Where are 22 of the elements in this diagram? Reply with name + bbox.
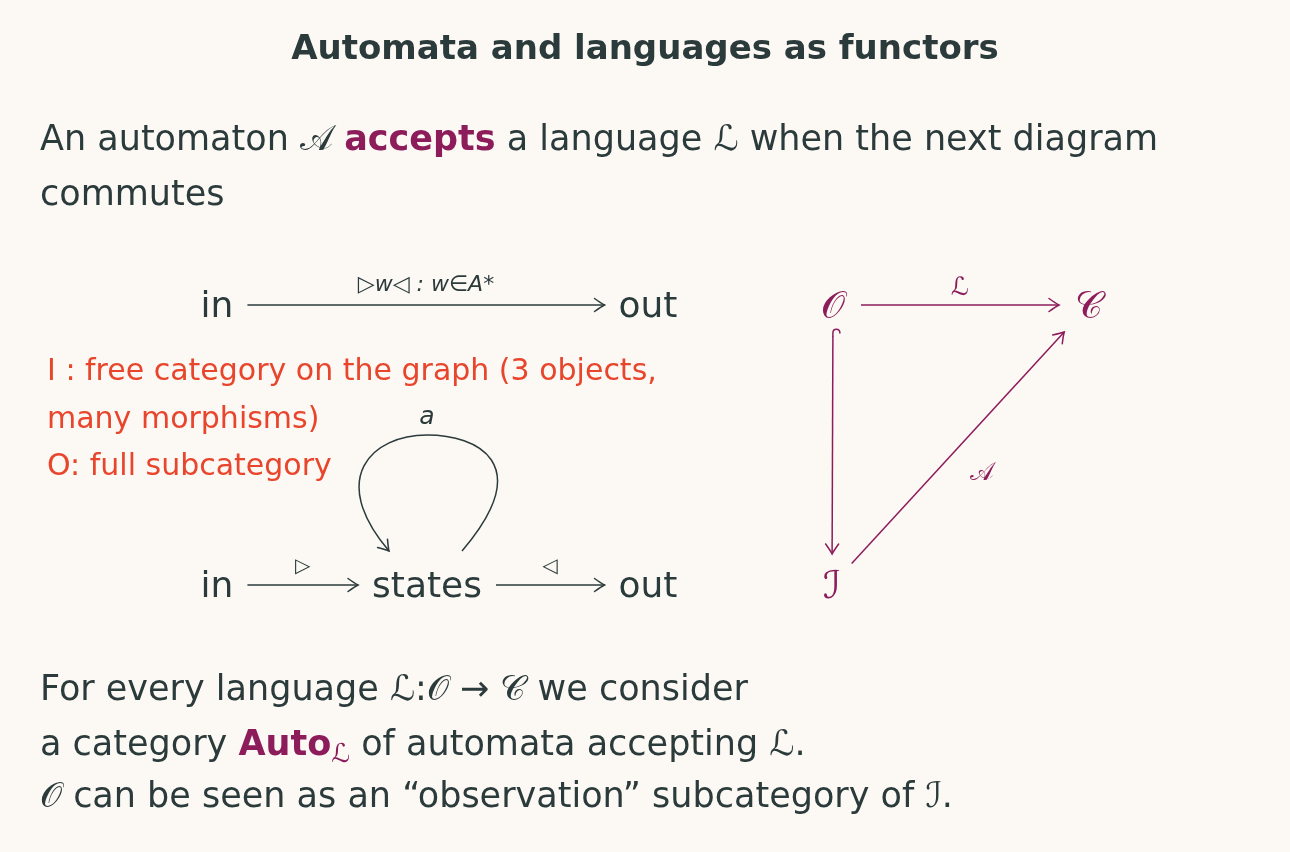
- paragraph: An automaton 𝒜 accepts a language ℒ when the next diagram commutes: [40, 117, 1160, 215]
- object-label: in: [196, 563, 238, 607]
- object-label: 𝒪: [817, 283, 849, 327]
- edge-label: ▷w◁ : w∈A*: [357, 273, 495, 295]
- note-text: I : free category on the graph (3 objects,: [47, 351, 657, 389]
- object-label: states: [368, 563, 486, 607]
- edge-label: ▷: [295, 555, 311, 575]
- note-text: O: full subcategory: [47, 446, 332, 484]
- edge-label: ◁: [542, 555, 558, 575]
- object-label: out: [614, 563, 682, 607]
- paragraph: For every language ℒ:𝒪 → 𝒞 we consider: [40, 667, 748, 710]
- edge-label: 𝒜: [969, 458, 994, 484]
- edge-label: a: [419, 402, 435, 428]
- object-label: in: [196, 283, 238, 327]
- note-text: many morphisms): [47, 399, 320, 437]
- slide-title: Automata and languages as functors: [291, 26, 999, 69]
- edge-label: ℒ: [951, 273, 969, 299]
- object-label: 𝒞: [1071, 283, 1107, 327]
- object-label: out: [614, 283, 682, 327]
- object-label: ℐ: [819, 563, 845, 607]
- paragraph: a category Auto$_{ℒ}$ of automata accepting ℒ.: [40, 722, 806, 770]
- paragraph: 𝒪 can be seen as an “observation” subcategory of ℐ.: [40, 774, 953, 817]
